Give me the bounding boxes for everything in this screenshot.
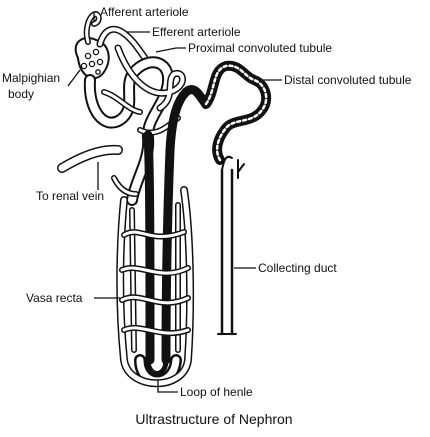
- labels: Afferent arteriole Efferent arteriole Pr…: [2, 5, 412, 399]
- renal-vein: [57, 144, 123, 173]
- label-vasa-recta: Vasa recta: [26, 291, 83, 305]
- collecting-duct: [217, 155, 245, 336]
- leader-malpighian: [67, 69, 81, 87]
- descending-limb: [143, 130, 155, 365]
- label-malpighian-body: body: [8, 87, 34, 101]
- afferent-arteriole: [83, 11, 102, 45]
- malpighian-body: [74, 37, 110, 80]
- nephron-drawing: [57, 11, 272, 388]
- label-proximal-tubule: Proximal convoluted tubule: [188, 41, 332, 55]
- label-loop-of-henle: Loop of henle: [180, 385, 253, 399]
- label-renal-vein: To renal vein: [36, 189, 104, 203]
- label-malpighian: Malpighian: [2, 71, 60, 85]
- leader-loop-of-henle: [157, 380, 178, 393]
- leader-proximal-tubule: [155, 47, 186, 53]
- leader-lines: [67, 11, 282, 393]
- efferent-arteriole: [96, 25, 152, 66]
- figure-caption: Ultrastructure of Nephron: [135, 411, 292, 427]
- label-distal-tubule: Distal convoluted tubule: [284, 73, 412, 87]
- label-efferent-arteriole: Efferent arteriole: [152, 25, 241, 39]
- distal-convoluted-tubule: [201, 60, 272, 165]
- ascending-limb: [161, 85, 211, 365]
- label-collecting-duct: Collecting duct: [258, 261, 337, 275]
- label-afferent-arteriole: Afferent arteriole: [100, 5, 189, 19]
- vasa-recta: [111, 175, 195, 388]
- leader-afferent-arteriole: [93, 11, 98, 22]
